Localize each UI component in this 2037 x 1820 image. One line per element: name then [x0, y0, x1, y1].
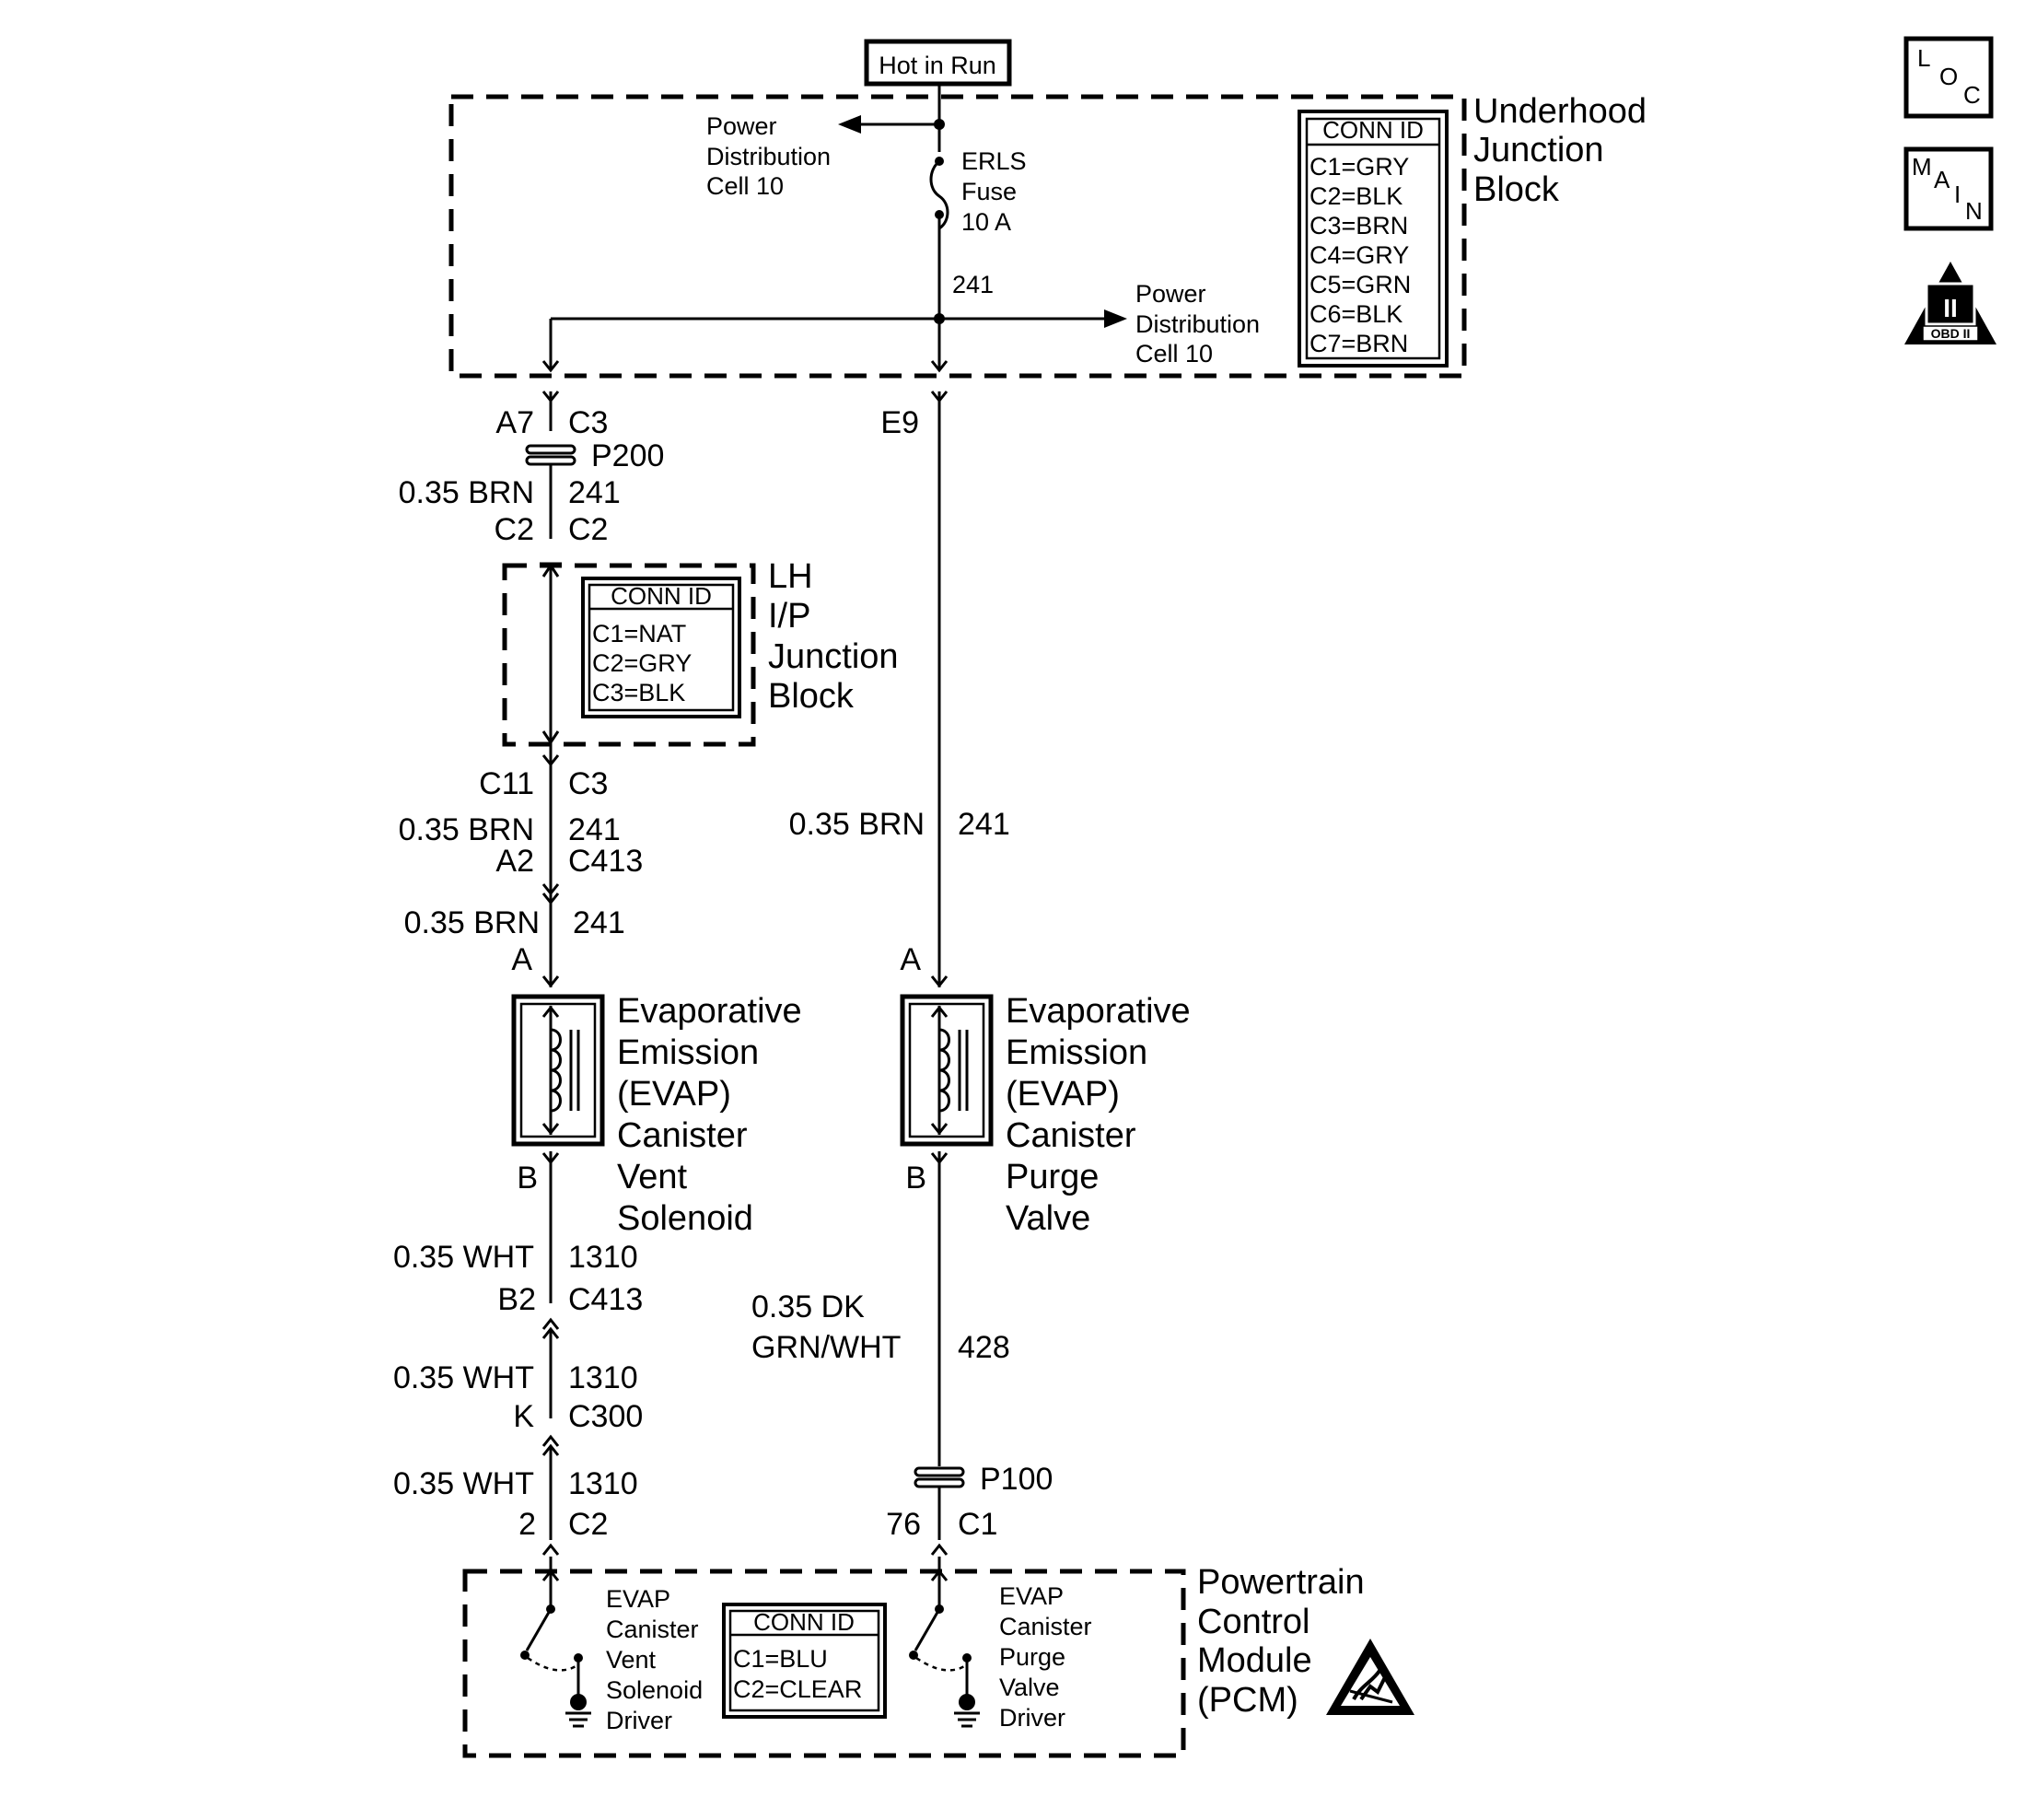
svg-text:0.35 WHT: 0.35 WHT: [393, 1360, 534, 1395]
erls-fuse: ERLS Fuse 10 A: [929, 147, 1033, 236]
svg-text:C2: C2: [568, 512, 608, 547]
powertrain-control-module: EVAP Canister Vent Solenoid Driver CONN …: [462, 1557, 1414, 1758]
svg-text:E9: E9: [880, 405, 919, 440]
main-icon[interactable]: M A I N: [1903, 146, 1994, 231]
hot-in-run-label: Hot in Run: [864, 39, 1012, 87]
svg-text:C3: C3: [568, 405, 608, 440]
svg-text:CONN ID: CONN ID: [1322, 116, 1424, 144]
svg-text:0.35 BRN: 0.35 BRN: [789, 807, 925, 842]
svg-text:B: B: [517, 1161, 538, 1196]
svg-text:C300: C300: [568, 1399, 643, 1434]
pcm-title: Powertrain Control Module (PCM): [1197, 1563, 1374, 1720]
purge-valve-driver-switch: [909, 1557, 980, 1728]
esd-warning-icon: [1326, 1639, 1414, 1715]
svg-text:OBD II: OBD II: [1931, 326, 1971, 341]
svg-text:C1=BLU C2=CLEAR: C1=BLU C2=CLEAR: [733, 1645, 862, 1703]
svg-text:Evaporative Emission: Evaporative Emission (EVAP) Canister Ven…: [617, 992, 811, 1238]
svg-text:EVAP Canister Purg: EVAP Canister Purge Valve Driver: [999, 1582, 1099, 1732]
svg-text:428: 428: [958, 1330, 1010, 1365]
svg-text:K: K: [513, 1399, 534, 1434]
evap-canister-purge-valve: [900, 994, 994, 1147]
svg-text:L O C: L O C: [1917, 44, 1981, 109]
lh-ip-junction-block: CONN ID C1=NAT C2=GRY C3=BLK LH I/P Junc…: [502, 557, 908, 755]
svg-text:B: B: [905, 1161, 926, 1196]
svg-text:Hot in Run: Hot in Run: [879, 52, 996, 79]
svg-text:C413: C413: [568, 844, 643, 879]
svg-text:241: 241: [568, 812, 621, 847]
lh-ip-conn-id-box: CONN ID C1=NAT C2=GRY C3=BLK: [581, 577, 741, 718]
svg-text:C11: C11: [479, 766, 534, 801]
svg-text:A: A: [900, 942, 921, 977]
svg-text:241: 241: [958, 807, 1010, 842]
svg-text:C1=GRY C2=BLK: C1=GRY C2=BLK C3=BRN C4=GRY C5=GRN C6=BL…: [1310, 153, 1418, 357]
svg-text:C2: C2: [495, 512, 534, 547]
svg-text:241: 241: [568, 475, 621, 510]
svg-text:A: A: [511, 942, 532, 977]
svg-text:241: 241: [952, 271, 994, 298]
svg-text:ERLS Fuse 10 A: ERLS Fuse 10 A: [961, 147, 1033, 236]
evap-canister-vent-solenoid: [511, 994, 605, 1147]
svg-text:P100: P100: [980, 1462, 1053, 1497]
power-distribution-top: Power Distribution Cell 10: [706, 112, 838, 200]
svg-text:II: II: [1943, 294, 1958, 322]
svg-text:76: 76: [886, 1507, 921, 1542]
svg-text:0.35 BRN: 0.35 BRN: [404, 905, 540, 940]
right-circuit-path: E9 0.35 BRN 241 A Evaporative Emission (…: [751, 391, 1200, 1556]
svg-text:M A I N: M A I N: [1912, 153, 1983, 225]
svg-text:C1=NAT C2=GRY: C1=NAT C2=GRY C3=BLK: [592, 620, 698, 706]
svg-text:1310: 1310: [568, 1360, 638, 1395]
svg-text:1310: 1310: [568, 1240, 638, 1275]
svg-text:CONN ID: CONN ID: [753, 1608, 855, 1636]
svg-text:C3: C3: [568, 766, 608, 801]
svg-text:0.35 WHT: 0.35 WHT: [393, 1466, 534, 1501]
p100-splice: P100: [914, 1462, 1053, 1497]
underhood-title: Underhood Junction Block: [1473, 92, 1657, 209]
svg-text:0.35 BRN: 0.35 BRN: [399, 812, 534, 847]
loc-icon[interactable]: L O C: [1903, 36, 1994, 119]
underhood-conn-id-box: CONN ID C1=GRY C2=BLK C3=BRN C4=GRY C5=G…: [1298, 110, 1449, 368]
svg-text:EVAP Canister Vent: EVAP Canister Vent Solenoid Driver: [606, 1585, 710, 1734]
svg-text:C2: C2: [568, 1507, 608, 1542]
left-circuit-path: A7 C3 P200 0.35 BRN 241 C2 C2 CONN ID: [393, 391, 908, 1556]
svg-text:0.35 WHT: 0.35 WHT: [393, 1240, 534, 1275]
svg-text:LH I/P Junctio: LH I/P Junction Block: [768, 557, 908, 716]
power-distribution-right: Power Distribution Cell 10: [1135, 280, 1267, 368]
p200-splice: P200: [525, 438, 664, 473]
obd-ii-icon[interactable]: II OBD II: [1904, 262, 1996, 344]
svg-text:0.35 BRN: 0.35 BRN: [399, 475, 534, 510]
svg-text:C413: C413: [568, 1282, 643, 1317]
svg-text:A2: A2: [495, 844, 534, 879]
vent-solenoid-driver-switch: [520, 1557, 591, 1728]
svg-text:B2: B2: [497, 1282, 536, 1317]
svg-text:Evaporative Emission: Evaporative Emission (EVAP) Canister Pur…: [1006, 992, 1200, 1238]
svg-text:1310: 1310: [568, 1466, 638, 1501]
svg-text:C1: C1: [958, 1507, 997, 1542]
svg-text:241: 241: [573, 905, 625, 940]
svg-text:0.35 DK GRN/WHT: 0.35 DK GRN/WHT: [751, 1289, 901, 1365]
pcm-conn-id-box: CONN ID C1=BLU C2=CLEAR: [722, 1603, 887, 1719]
svg-text:P200: P200: [591, 438, 664, 473]
svg-text:A7: A7: [495, 405, 534, 440]
underhood-junction-block: Underhood Junction Block CONN ID C1=GRY …: [448, 84, 1657, 379]
svg-text:CONN ID: CONN ID: [611, 582, 712, 610]
svg-text:2: 2: [518, 1507, 536, 1542]
